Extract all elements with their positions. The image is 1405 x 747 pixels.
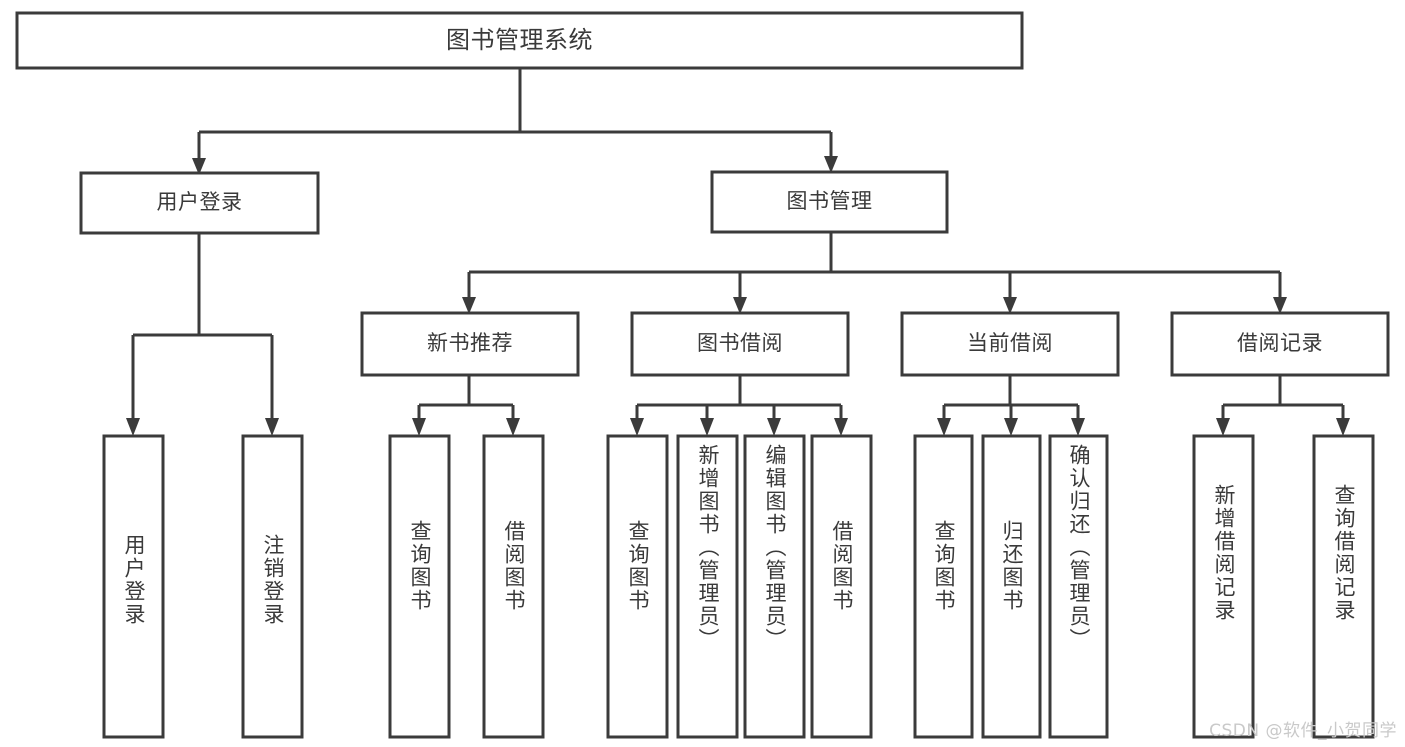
node-box-leaf-return-book[interactable] <box>981 434 1042 739</box>
arrowhead-leaf-query-book-2 <box>630 418 644 436</box>
node-box-user-login[interactable] <box>79 171 320 235</box>
node-box-leaf-add-book[interactable] <box>676 434 739 739</box>
arrowhead-leaf-add-book <box>700 418 714 436</box>
arrowhead-leaf-borrow-book-2 <box>834 418 848 436</box>
arrowhead-leaf-confirm-return <box>1071 418 1085 436</box>
node-box-book-borrow[interactable] <box>630 311 850 377</box>
node-box-leaf-borrow-book-1[interactable] <box>482 434 545 739</box>
node-box-leaf-query-book-2[interactable] <box>606 434 669 739</box>
node-box-leaf-add-borrow-record[interactable] <box>1192 434 1255 739</box>
arrowhead-leaf-query-book-1 <box>412 418 426 436</box>
arrowhead-leaf-borrow-book-1 <box>506 418 520 436</box>
edges-layer <box>126 68 1350 436</box>
node-box-leaf-query-borrow-record[interactable] <box>1312 434 1375 739</box>
arrowhead-leaf-user-login <box>126 418 140 436</box>
arrowhead-leaf-logout-login <box>265 418 279 436</box>
node-box-root[interactable] <box>15 11 1024 70</box>
arrowhead-leaf-query-book-3 <box>937 418 951 436</box>
node-box-leaf-query-book-3[interactable] <box>913 434 974 739</box>
arrowhead-book-borrow <box>733 297 747 314</box>
node-box-leaf-edit-book[interactable] <box>743 434 806 739</box>
arrowhead-leaf-return-book <box>1004 418 1018 436</box>
node-box-leaf-logout-login[interactable] <box>241 434 304 739</box>
arrowhead-leaf-edit-book <box>767 418 781 436</box>
node-box-leaf-user-login[interactable] <box>102 434 165 739</box>
arrowhead-book-manage <box>824 156 838 173</box>
node-box-new-book-recommend[interactable] <box>360 311 580 377</box>
nodes-layer <box>15 11 1390 739</box>
node-box-leaf-query-book-1[interactable] <box>388 434 451 739</box>
arrowhead-borrow-record <box>1273 297 1287 314</box>
node-box-borrow-record[interactable] <box>1170 311 1390 377</box>
arrowhead-leaf-add-borrow-record <box>1216 418 1230 436</box>
node-box-leaf-confirm-return[interactable] <box>1048 434 1109 739</box>
node-box-leaf-borrow-book-2[interactable] <box>810 434 873 739</box>
node-box-book-manage[interactable] <box>710 170 949 234</box>
node-box-current-borrow[interactable] <box>900 311 1120 377</box>
arrowhead-user-login <box>192 158 206 175</box>
arrowhead-new-book-recommend <box>462 297 476 314</box>
arrowhead-current-borrow <box>1003 297 1017 314</box>
arrowhead-leaf-query-borrow-record <box>1336 418 1350 436</box>
